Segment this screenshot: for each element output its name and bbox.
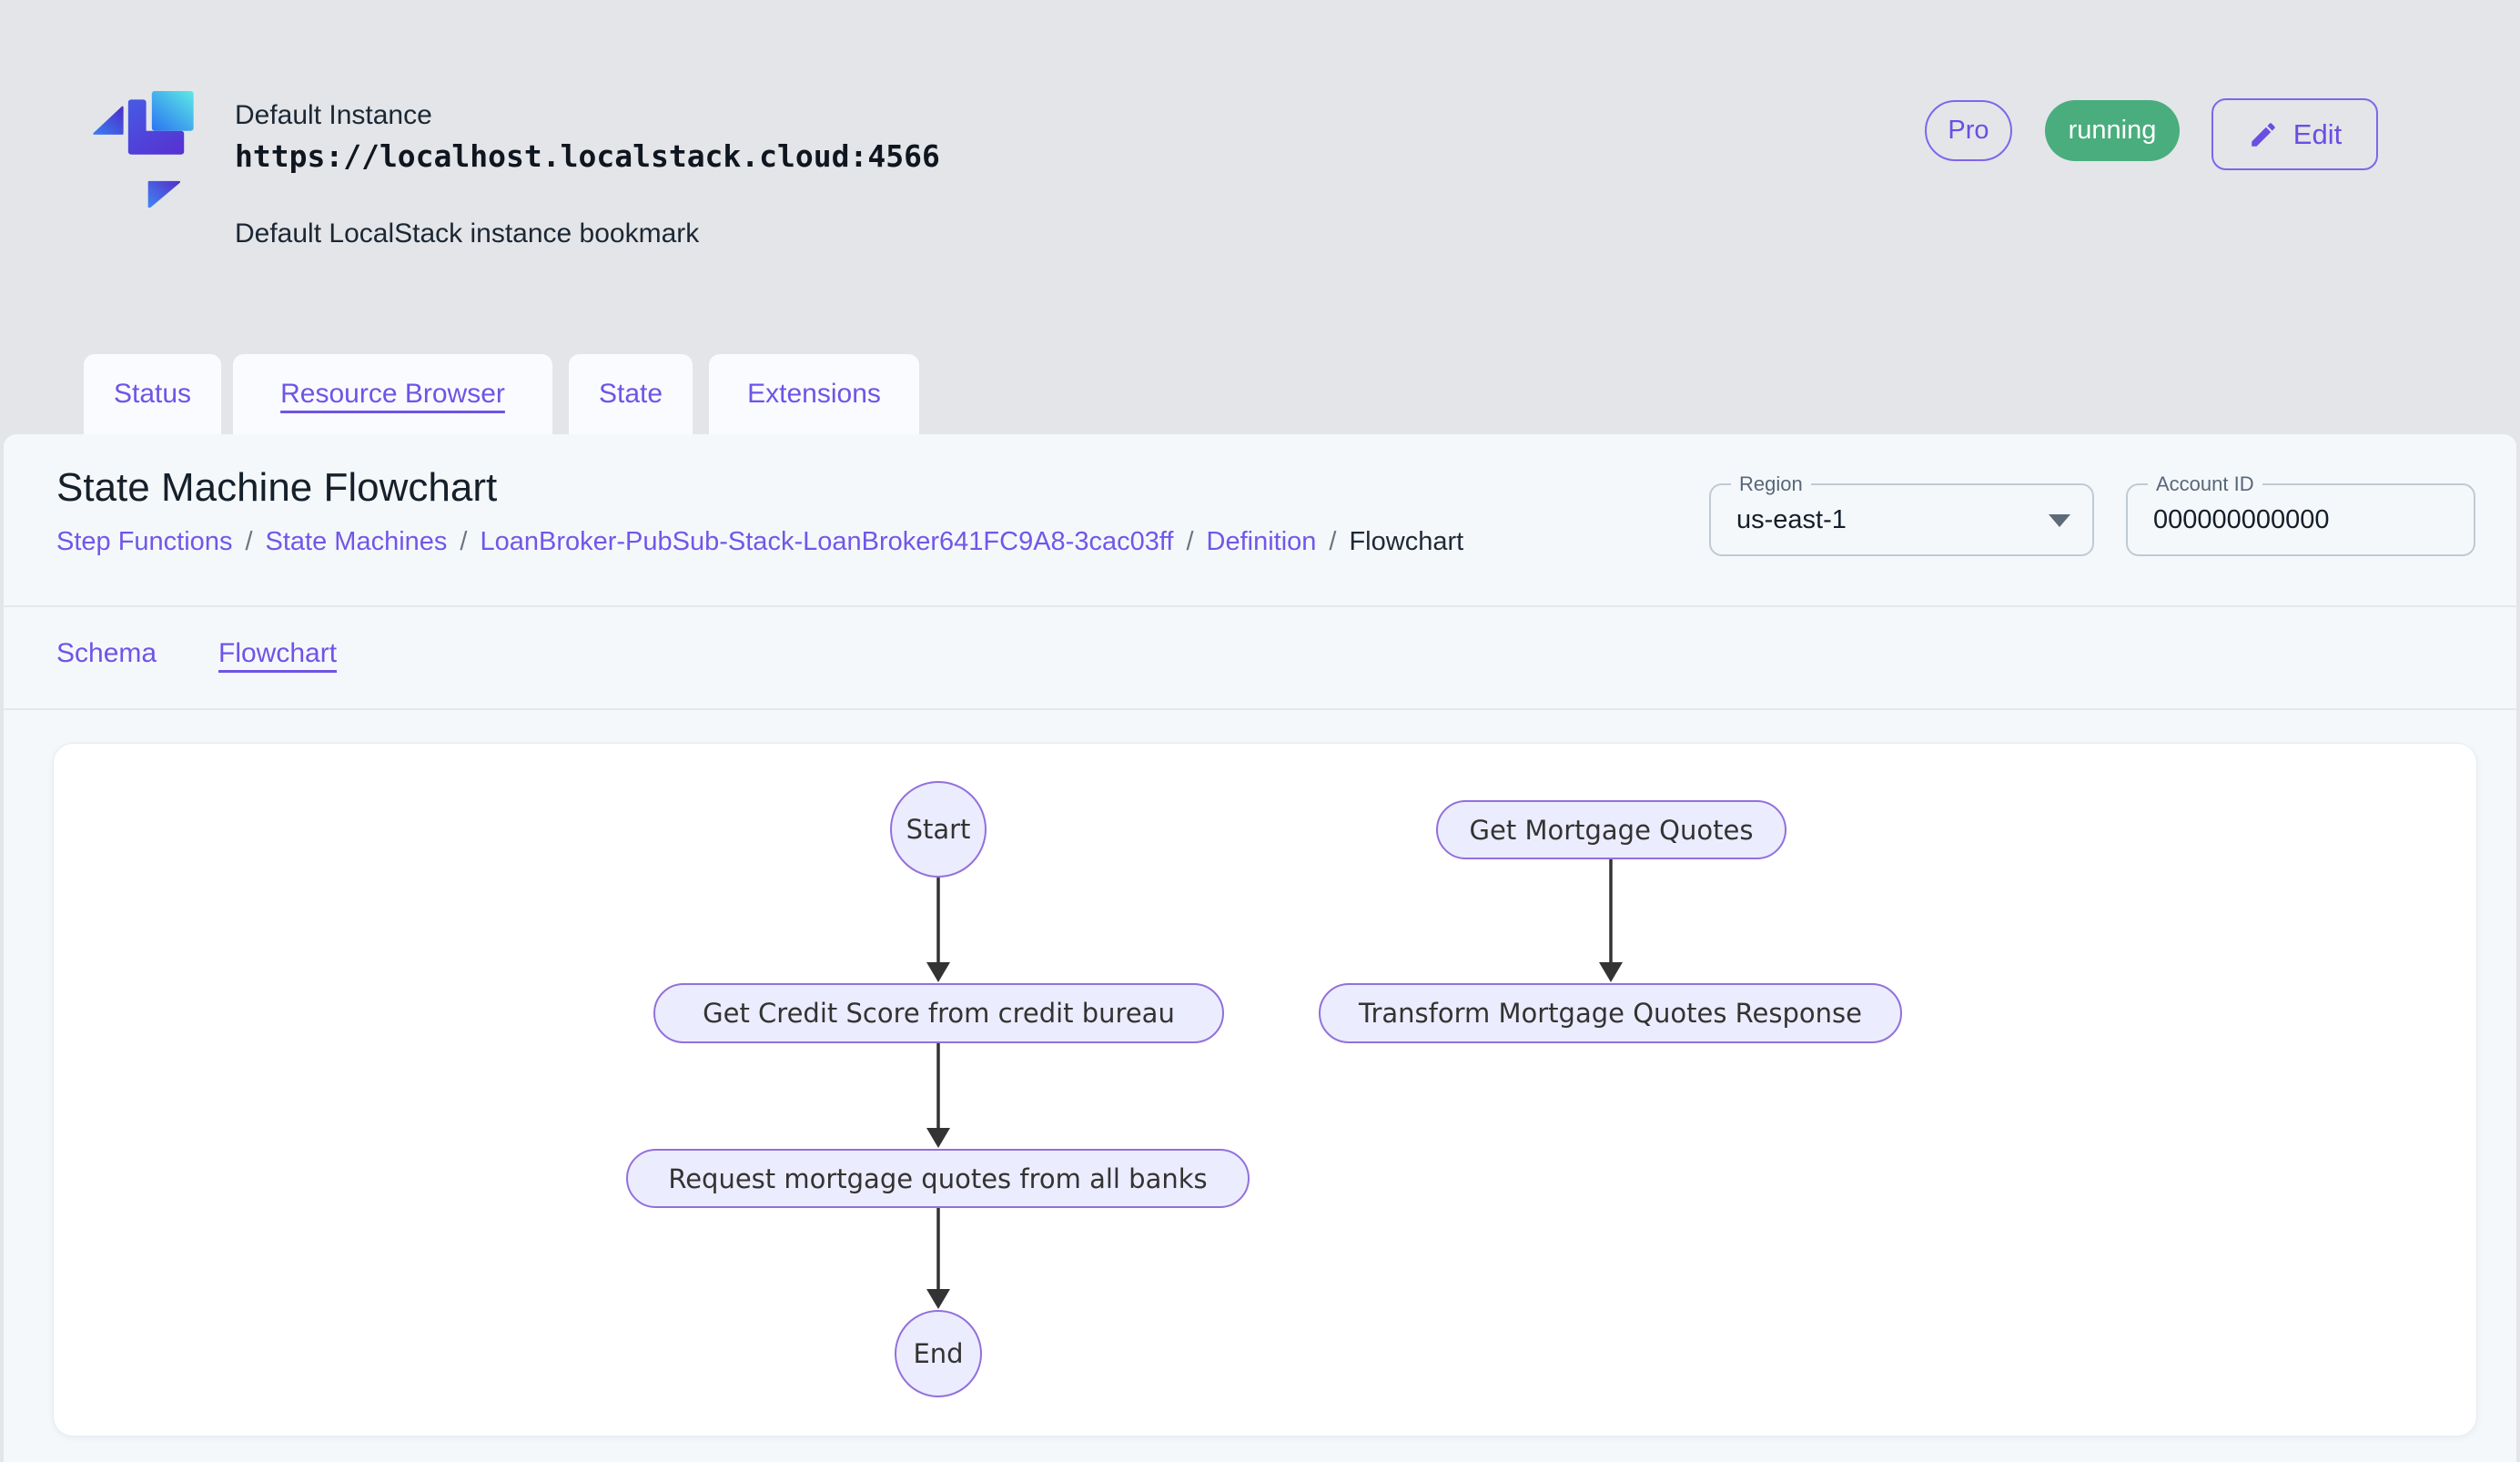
tab-state[interactable]: State [569, 354, 693, 434]
flow-node-get-mortgage-quotes[interactable]: Get Mortgage Quotes [1436, 800, 1786, 859]
flow-node-transform-response-label: Transform Mortgage Quotes Response [1359, 998, 1862, 1029]
panel-divider [4, 605, 2516, 607]
breadcrumb-definition[interactable]: Definition [1206, 527, 1317, 556]
tab-status[interactable]: Status [84, 354, 221, 434]
page-title: State Machine Flowchart [56, 465, 498, 510]
status-badge: running [2045, 100, 2180, 161]
breadcrumb-separator: / [245, 527, 253, 556]
tab-resource-browser-label: Resource Browser [280, 379, 505, 409]
tab-resource-browser[interactable]: Resource Browser [233, 354, 552, 434]
instance-description: Default LocalStack instance bookmark [235, 218, 700, 249]
account-id-field[interactable]: Account ID 000000000000 [2126, 472, 2475, 556]
breadcrumb-step-functions[interactable]: Step Functions [56, 527, 233, 556]
edit-button[interactable]: Edit [2211, 98, 2378, 170]
account-id-value: 000000000000 [2153, 505, 2330, 534]
flow-node-request-quotes[interactable]: Request mortgage quotes from all banks [626, 1149, 1250, 1208]
flow-node-get-credit-score[interactable]: Get Credit Score from credit bureau [653, 983, 1224, 1043]
subtab-flowchart[interactable]: Flowchart [218, 638, 338, 668]
tab-status-label: Status [113, 379, 192, 409]
pencil-icon [2252, 122, 2275, 147]
flow-node-end-label: End [913, 1338, 964, 1369]
breadcrumb-current: Flowchart [1349, 527, 1464, 556]
pro-badge: Pro [1925, 100, 2012, 161]
tab-extensions[interactable]: Extensions [709, 354, 919, 434]
panel-divider [4, 708, 2516, 710]
breadcrumb-state-machines[interactable]: State Machines [265, 527, 448, 556]
flow-node-transform-response[interactable]: Transform Mortgage Quotes Response [1319, 983, 1902, 1043]
chevron-down-icon [2049, 514, 2070, 527]
region-select-label: Region [1731, 472, 1811, 497]
flow-node-get-mortgage-quotes-label: Get Mortgage Quotes [1469, 814, 1754, 846]
flowchart-edges [926, 859, 1623, 1309]
region-select-value: us-east-1 [1736, 505, 1847, 534]
flow-node-request-quotes-label: Request mortgage quotes from all banks [668, 1162, 1208, 1194]
tab-state-label: State [598, 379, 663, 409]
localstack-logo [93, 91, 194, 208]
breadcrumb-separator: / [460, 527, 468, 556]
flow-node-get-credit-score-label: Get Credit Score from credit bureau [703, 998, 1175, 1029]
region-select[interactable]: Region us-east-1 [1709, 472, 2094, 556]
flow-node-start-label: Start [906, 814, 971, 845]
subtab-schema[interactable]: Schema [56, 638, 157, 668]
flowchart-canvas: Start Get Credit Score from credit burea… [53, 743, 2477, 1437]
account-id-label: Account ID [2148, 472, 2262, 497]
instance-endpoint-url: https://localhost.localstack.cloud:4566 [235, 138, 940, 174]
tab-extensions-label: Extensions [747, 379, 881, 409]
breadcrumb-state-machine-id[interactable]: LoanBroker-PubSub-Stack-LoanBroker641FC9… [480, 527, 1174, 556]
instance-name: Default Instance [235, 100, 432, 130]
resource-browser-panel: State Machine Flowchart Step Functions /… [4, 434, 2516, 1462]
breadcrumb: Step Functions / State Machines / LoanBr… [56, 527, 1463, 557]
flow-node-end[interactable]: End [895, 1310, 982, 1397]
breadcrumb-separator: / [1186, 527, 1194, 556]
flow-node-start[interactable]: Start [890, 781, 987, 878]
edit-button-label: Edit [2292, 117, 2343, 150]
breadcrumb-separator: / [1329, 527, 1337, 556]
